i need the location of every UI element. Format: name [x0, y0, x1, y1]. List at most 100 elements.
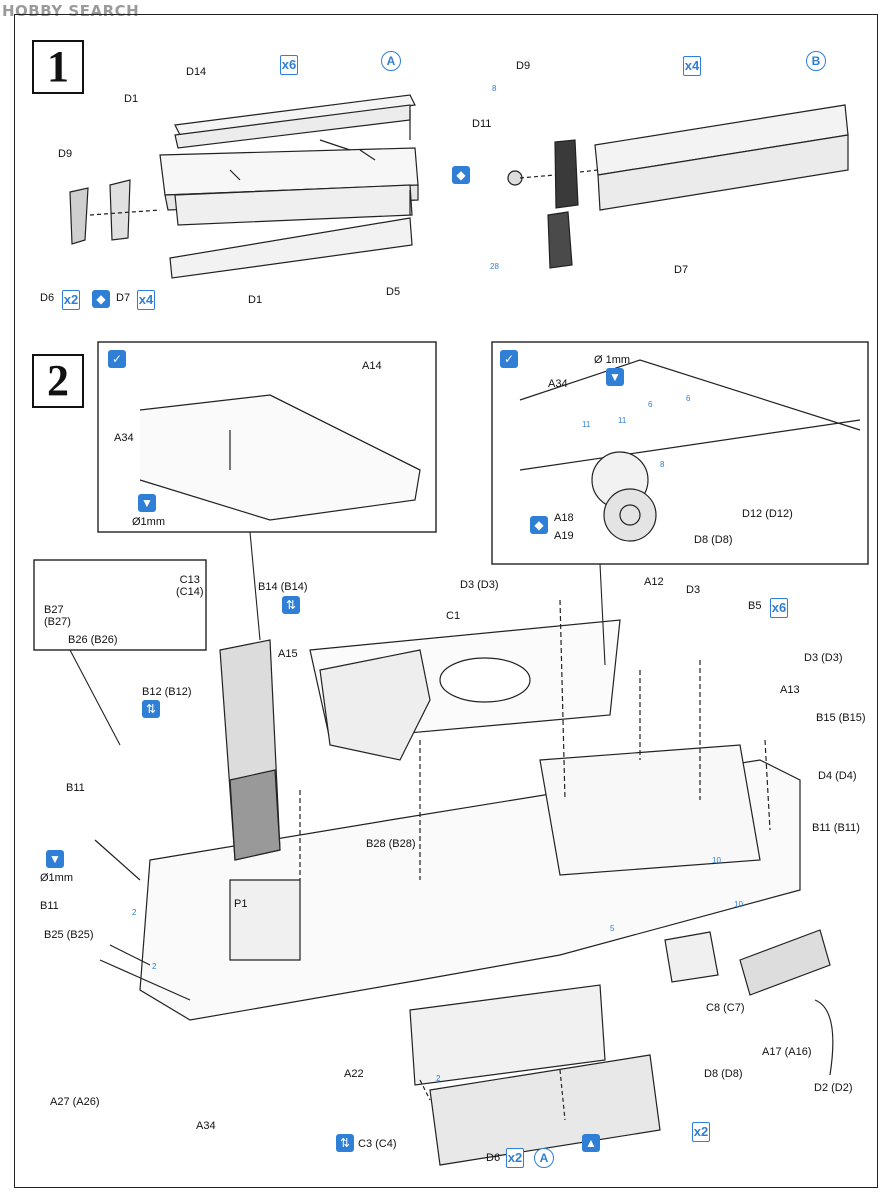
label-drill-main: Ø1mm: [40, 872, 73, 884]
drill-icon: ▼: [46, 850, 64, 868]
cement-icon: ▲: [582, 1134, 600, 1152]
step-number-2: 2: [32, 354, 84, 408]
label-b27: B27 (B27): [44, 604, 71, 628]
label-c13: C13 (C14): [176, 574, 204, 598]
part-a17-exhaust: [739, 929, 831, 996]
part-c1-turret-ring: [319, 649, 431, 761]
hinge-icon: ⇅: [336, 1134, 354, 1152]
label-b25: B25 (B25): [44, 929, 94, 941]
hole-number-8: 8: [492, 84, 497, 93]
part-d6-left: [69, 187, 89, 245]
label-d8-inset: D8 (D8): [694, 534, 733, 546]
label-b5: B5: [748, 600, 762, 612]
label-c1: C1: [446, 610, 461, 622]
label-d3-c: D3 (D3): [804, 652, 843, 664]
part-d2-wire: [814, 999, 834, 1076]
badge-x4-line: x4: [137, 290, 155, 310]
label-d7-left: D7: [116, 292, 131, 304]
label-b14: B14 (B14): [258, 581, 308, 593]
label-d8: D8 (D8): [704, 1068, 743, 1080]
label-b28: B28 (B28): [366, 838, 416, 850]
symmetry-icon: ◆: [530, 516, 548, 534]
symmetry-icon: ◆: [92, 290, 110, 308]
part-d11: [507, 170, 523, 186]
glue-icon: ✓: [500, 350, 518, 368]
part-c8-plate: [664, 931, 719, 983]
part-a19-wheel: [603, 488, 657, 542]
label-a17: A17 (A16): [762, 1046, 812, 1058]
label-d5: D5: [386, 286, 401, 298]
badge-x2: x2: [506, 1148, 524, 1168]
label-d3-b: D3: [686, 584, 701, 596]
hole-number: 10: [734, 900, 743, 909]
label-c8: C8 (C7): [706, 1002, 745, 1014]
label-p1: P1: [234, 898, 248, 910]
label-a34: A34: [196, 1120, 216, 1132]
label-b11-b: B11 (B11): [812, 822, 860, 834]
label-a18: A18: [554, 512, 574, 524]
label-a15: A15: [278, 648, 298, 660]
part-d7-right: [547, 211, 573, 269]
part-d14-rail: [174, 94, 416, 136]
hinge-icon: ⇅: [142, 700, 160, 718]
symmetry-icon: ◆: [452, 166, 470, 184]
label-b11-c: B11: [40, 900, 59, 912]
label-a19: A19: [554, 530, 574, 542]
label-d6: D6: [40, 292, 55, 304]
label-a34-inset: A34: [114, 432, 134, 444]
label-drill-inset1: Ø1mm: [132, 516, 165, 528]
hole-number: 11: [582, 420, 591, 429]
hole-number: 5: [610, 924, 615, 933]
label-a27: A27 (A26): [50, 1096, 100, 1108]
label-a14: A14: [362, 360, 382, 372]
label-d9-left: D9: [58, 148, 73, 160]
glue-icon: ✓: [108, 350, 126, 368]
badge-x6: x6: [280, 55, 298, 75]
label-b15: B15 (B15): [816, 712, 866, 724]
badge-a: A: [534, 1148, 554, 1168]
hole-number: 2: [132, 908, 137, 917]
label-b26: B26 (B26): [68, 634, 118, 646]
drill-icon: ▼: [138, 494, 156, 512]
label-d12: D12 (D12): [742, 508, 793, 520]
hole-number: 6: [686, 394, 691, 403]
label-d11: D11: [472, 118, 492, 130]
label-a12: A12: [644, 576, 664, 588]
label-d7: D7: [674, 264, 689, 276]
hole-number: 2: [152, 962, 157, 971]
watermark: HOBBY SEARCH: [2, 2, 140, 20]
badge-b: B: [806, 51, 826, 71]
label-b11-a: B11: [66, 782, 85, 794]
badge-a: A: [381, 51, 401, 71]
label-d4: D4 (D4): [818, 770, 857, 782]
part-engine-grill: [409, 984, 606, 1086]
badge-x2: x2: [62, 290, 80, 310]
part-d5-bar: [169, 217, 413, 279]
diagram-frame: [14, 14, 878, 1188]
label-d1-top: D1: [124, 93, 139, 105]
hole-number: 2: [436, 1074, 441, 1083]
label-d6: D6: [486, 1152, 501, 1164]
hole-number: 11: [618, 416, 627, 425]
badge-x4-right: x4: [683, 56, 701, 76]
label-a13: A13: [780, 684, 800, 696]
part-d9-right: [554, 139, 579, 209]
hole-number-28: 28: [490, 262, 499, 271]
part-d9-left: [109, 179, 131, 241]
label-d3-a: D3 (D3): [460, 579, 499, 591]
label-a22: A22: [344, 1068, 364, 1080]
label-d2: D2 (D2): [814, 1082, 853, 1094]
step-number-1: 1: [32, 40, 84, 94]
label-b12: B12 (B12): [142, 686, 192, 698]
hinge-icon: ⇅: [282, 596, 300, 614]
hole-number: 6: [648, 400, 653, 409]
hole-number: 8: [660, 460, 665, 469]
label-d14: D14: [186, 66, 207, 78]
drill-icon: ▼: [606, 368, 624, 386]
hole-number: 10: [712, 856, 721, 865]
label-d9-right: D9: [516, 60, 531, 72]
label-drill-inset2: Ø 1mm: [594, 354, 631, 366]
badge-x6: x6: [770, 598, 788, 618]
label-c3: C3 (C4): [358, 1138, 397, 1150]
